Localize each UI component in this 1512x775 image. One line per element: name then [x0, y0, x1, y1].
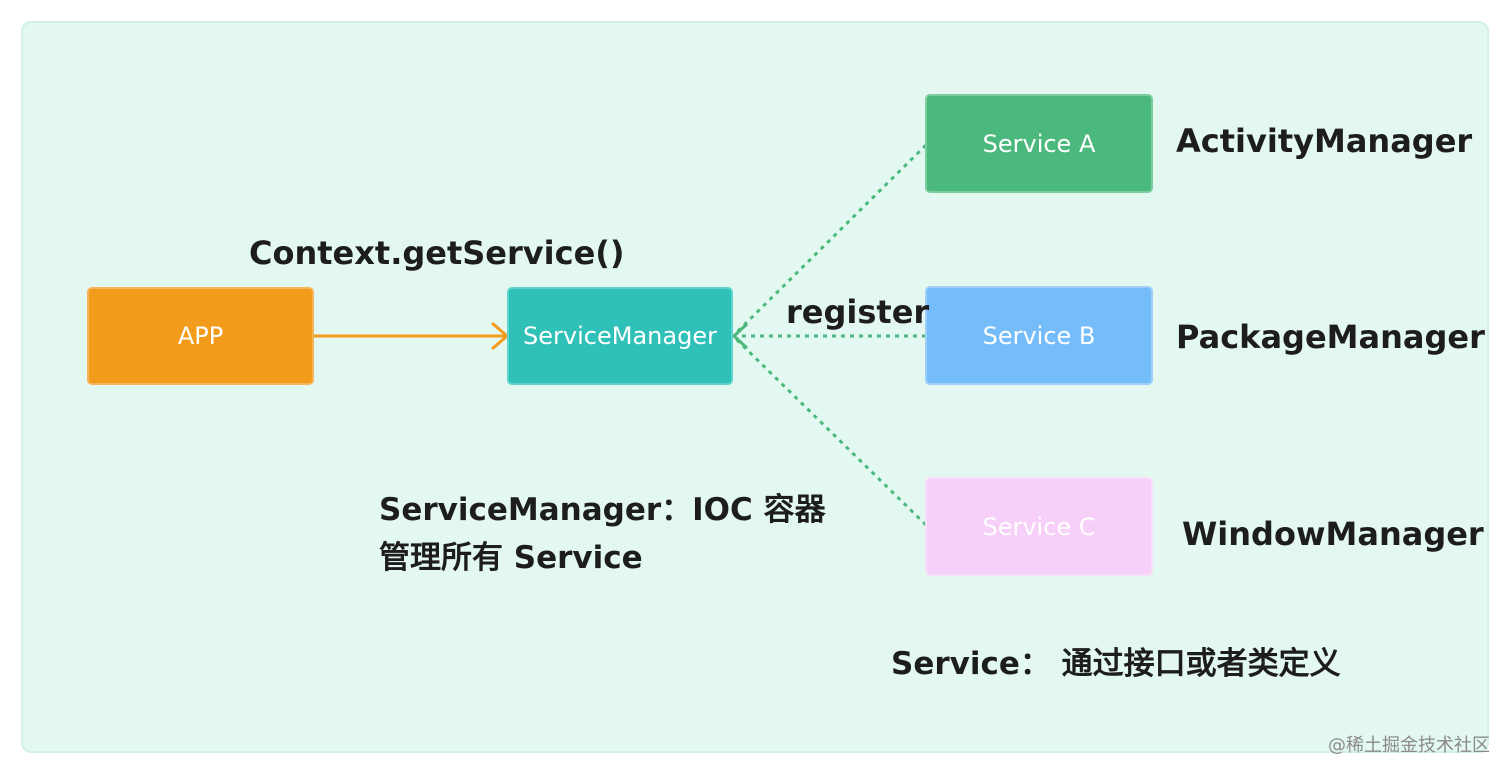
activity-manager-label: ActivityManager: [1176, 122, 1473, 160]
diagram-background-panel: [21, 21, 1489, 753]
service-c-node-label: Service C: [982, 512, 1096, 541]
service-manager-node: ServiceManager: [507, 287, 733, 385]
service-definition-note: Service： 通过接口或者类定义: [891, 646, 1341, 682]
manage-all-services-note: 管理所有 Service: [379, 540, 643, 576]
package-manager-label: PackageManager: [1176, 318, 1485, 356]
watermark: @稀土掘金技术社区: [1328, 735, 1490, 756]
service-a-node: Service A: [925, 94, 1153, 193]
ioc-container-note: ServiceManager：IOC 容器: [379, 492, 826, 528]
app-node: APP: [87, 287, 314, 385]
app-node-label: APP: [177, 322, 224, 350]
register-label: register: [786, 293, 930, 331]
get-service-label: Context.getService(): [249, 234, 625, 272]
window-manager-label: WindowManager: [1182, 515, 1484, 553]
service-b-node: Service B: [925, 286, 1153, 385]
service-b-node-label: Service B: [982, 321, 1096, 350]
service-c-node: Service C: [925, 477, 1153, 576]
register-arrowhead: [732, 322, 749, 350]
service-manager-node-label: ServiceManager: [523, 322, 717, 350]
service-a-node-label: Service A: [982, 129, 1096, 158]
